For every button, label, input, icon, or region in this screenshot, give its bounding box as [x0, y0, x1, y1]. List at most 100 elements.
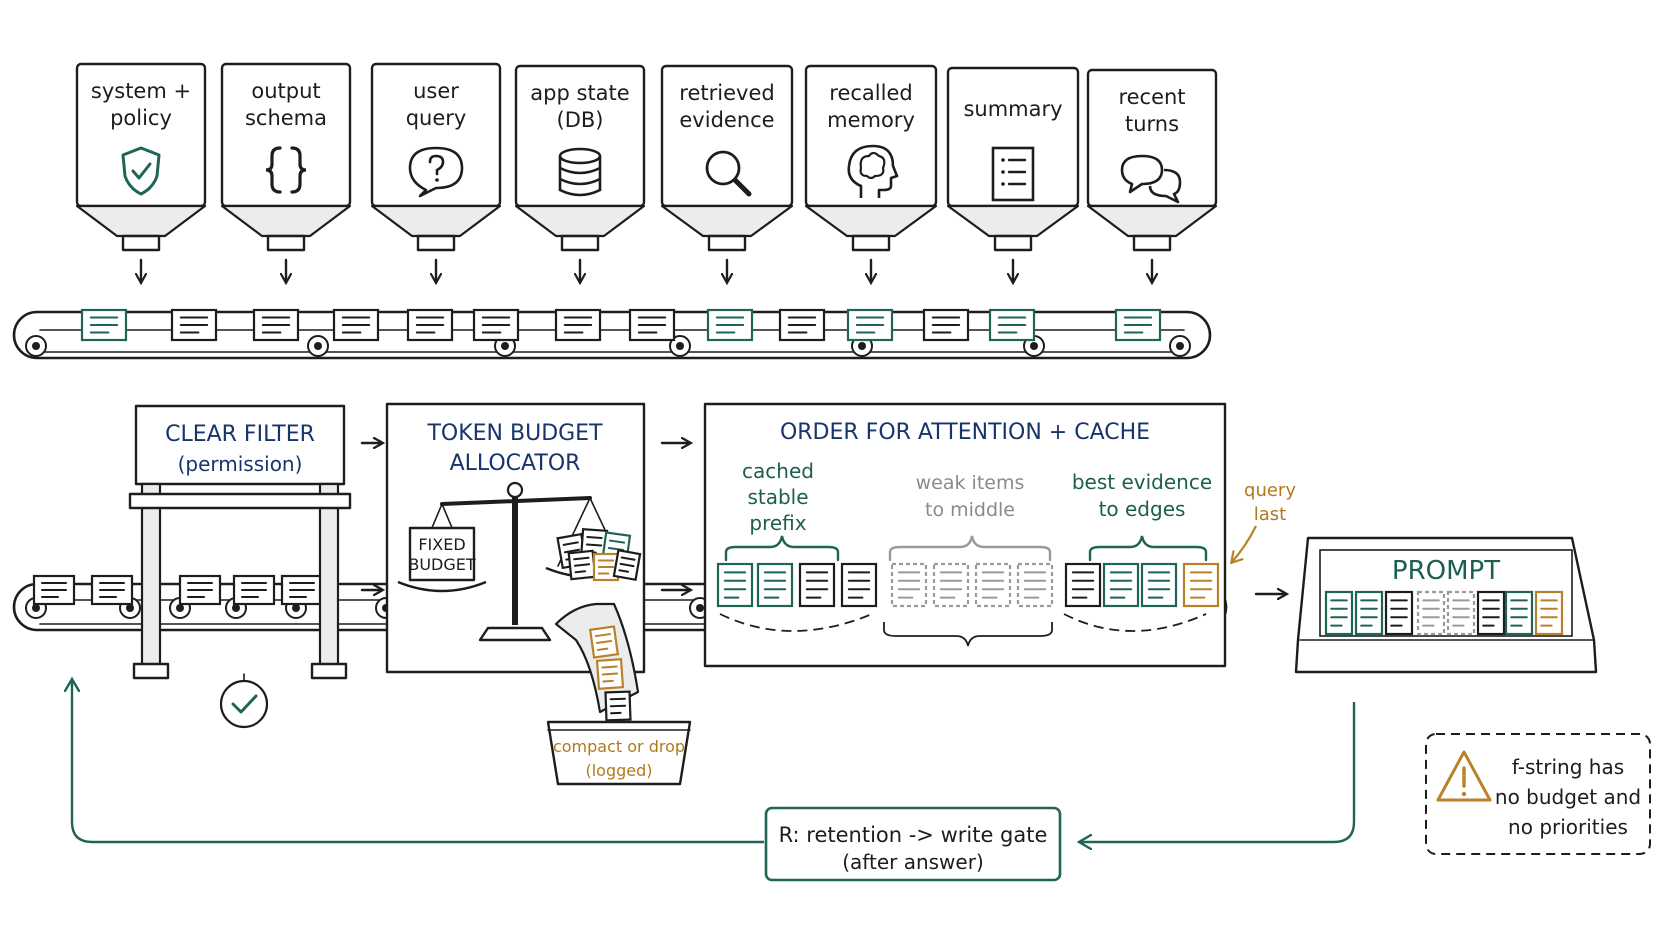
- hopper-1: system + policy: [77, 64, 205, 282]
- hopper-label: recalled: [829, 81, 912, 105]
- roller: [308, 336, 328, 356]
- hopper-2: output schema: [222, 64, 350, 282]
- clear-filter-gate: CLEAR FILTER (permission): [130, 406, 350, 727]
- prompt-document: [1418, 592, 1444, 634]
- hopper-label: retrieved: [679, 81, 774, 105]
- hopper-label: user: [413, 79, 459, 103]
- ordered-document: [1104, 564, 1138, 606]
- conveyor-document: [924, 310, 968, 340]
- warning-note: f-string has no budget and no priorities: [1426, 734, 1650, 854]
- filter-post-left: [142, 484, 160, 666]
- roller: [26, 336, 46, 356]
- prompt-label: PROMPT: [1392, 556, 1500, 586]
- roller: [1170, 336, 1190, 356]
- fixed-budget-line1: FIXED: [418, 535, 465, 554]
- ordered-documents: [718, 564, 1218, 606]
- hopper-label: schema: [245, 106, 327, 130]
- hopper-label: turns: [1125, 112, 1179, 136]
- hopper-label: recent: [1118, 85, 1185, 109]
- hopper-label: policy: [110, 106, 172, 130]
- document: [590, 626, 618, 657]
- document: [569, 551, 596, 579]
- hopper-label: memory: [827, 108, 915, 132]
- hopper-7: summary: [948, 68, 1078, 282]
- ordered-document: [1018, 564, 1052, 606]
- conveyor-document: [990, 310, 1034, 340]
- prompt-document: [1536, 592, 1562, 634]
- hopper-label: (DB): [557, 108, 604, 132]
- conveyor-document: [254, 310, 298, 340]
- filter-post-right: [320, 484, 338, 666]
- conveyor-document: [1116, 310, 1160, 340]
- top-conveyor: [14, 310, 1210, 358]
- ordered-document: [758, 564, 792, 606]
- incoming-document: [282, 576, 322, 604]
- conveyor-document: [408, 310, 452, 340]
- conveyor-document: [708, 310, 752, 340]
- conveyor-document: [556, 310, 600, 340]
- hopper-5: retrieved evidence: [662, 66, 792, 282]
- conveyor-document: [474, 310, 518, 340]
- drop-bin-line2: (logged): [585, 761, 652, 780]
- ordered-document: [1184, 564, 1218, 606]
- warning-line1: f-string has: [1512, 755, 1624, 779]
- incoming-document: [92, 576, 132, 604]
- filter-crossbar: [130, 494, 350, 508]
- ordered-document: [718, 564, 752, 606]
- allocator-title-line1: TOKEN BUDGET: [426, 421, 603, 446]
- hopper-label: output: [251, 79, 320, 103]
- cached-line2: stable: [747, 485, 808, 509]
- ordered-document: [892, 564, 926, 606]
- conveyor-document: [172, 310, 216, 340]
- incoming-document: [180, 576, 220, 604]
- cached-line1: cached: [742, 459, 814, 483]
- ordered-document: [842, 564, 876, 606]
- warning-line3: no priorities: [1508, 815, 1628, 839]
- prompt-documents: [1326, 592, 1562, 634]
- prompt-document: [1386, 592, 1412, 634]
- retention-line1: R: retention -> write gate: [779, 823, 1048, 847]
- prompt-document: [1326, 592, 1352, 634]
- incoming-document: [34, 576, 74, 604]
- query-last-line1: query: [1244, 480, 1296, 501]
- conveyor-document: [630, 310, 674, 340]
- filter-subtitle: (permission): [178, 452, 303, 476]
- weighed-documents: [558, 529, 641, 580]
- fixed-budget-line2: BUDGET: [408, 555, 476, 574]
- ordered-document: [800, 564, 834, 606]
- conveyor-document: [334, 310, 378, 340]
- hopper-8: recent turns: [1088, 70, 1216, 282]
- hopper-label: app state: [530, 81, 629, 105]
- prompt-document: [1356, 592, 1382, 634]
- drop-bin-line1: compact or drop: [553, 737, 685, 756]
- prompt-tray: PROMPT: [1296, 538, 1596, 672]
- order-title: ORDER FOR ATTENTION + CACHE: [780, 420, 1150, 445]
- query-last-line2: last: [1254, 504, 1286, 525]
- conveyor-document: [780, 310, 824, 340]
- conveyor-document: [848, 310, 892, 340]
- filter-pass-check-icon: [221, 674, 267, 727]
- hopper-label: system +: [91, 79, 191, 103]
- conveyor-document: [82, 310, 126, 340]
- warning-line2: no budget and: [1495, 785, 1641, 809]
- hopper-label: summary: [963, 97, 1062, 121]
- ordered-document: [976, 564, 1010, 606]
- order-stage: ORDER FOR ATTENTION + CACHE cached stabl…: [705, 404, 1296, 666]
- document: [606, 692, 631, 721]
- hopper-6: recalled memory: [806, 66, 936, 282]
- ordered-document: [1142, 564, 1176, 606]
- ordered-document: [934, 564, 968, 606]
- cached-line3: prefix: [749, 511, 806, 535]
- allocator-title-line2: ALLOCATOR: [450, 451, 581, 476]
- weak-line2: to middle: [925, 499, 1015, 521]
- filter-title: CLEAR FILTER: [165, 422, 315, 447]
- prompt-document: [1506, 592, 1532, 634]
- best-line1: best evidence: [1072, 470, 1212, 494]
- hopper-label: evidence: [679, 108, 774, 132]
- prompt-document: [1448, 592, 1474, 634]
- incoming-document: [234, 576, 274, 604]
- hopper-4: app state (DB): [516, 66, 644, 282]
